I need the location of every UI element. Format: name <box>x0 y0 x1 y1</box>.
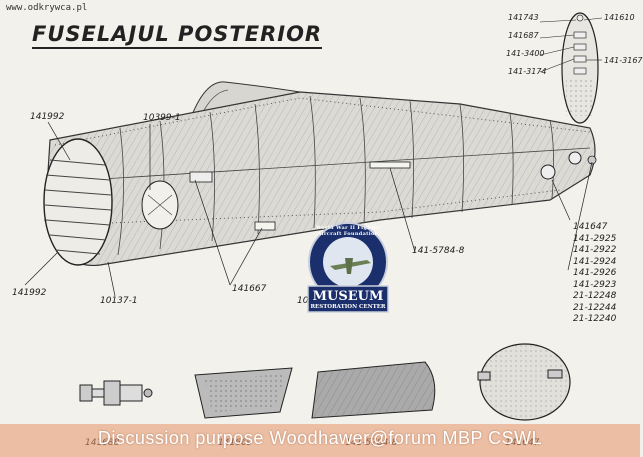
stack-item: 141-2923 <box>573 279 617 290</box>
callout-top-4: 141-3400 <box>506 49 545 58</box>
museum-logo: World War II Fighter Aircraft Foundation… <box>305 222 391 322</box>
stack-item: 141-2926 <box>573 268 617 278</box>
stack-item: 141-2922 <box>573 245 617 255</box>
footer-band <box>0 424 640 457</box>
callout-left-top: 141992 <box>30 112 65 122</box>
callout-top-1: 141743 <box>508 13 539 22</box>
site-watermark: www.odkrywca.pl <box>6 3 88 13</box>
stack-item: 21-12240 <box>573 314 617 324</box>
callout-top-2: 141610 <box>604 13 635 22</box>
callout-top-5: 141-3167 <box>604 56 643 65</box>
callout-top-3: 141687 <box>508 31 539 40</box>
callout-top-6: 141-3174 <box>508 67 547 76</box>
hatch-cover-detail <box>194 367 293 419</box>
stack-item: 21-12244 <box>573 302 617 313</box>
stack-item: 141647 <box>573 222 608 232</box>
bolt-detail <box>79 380 153 406</box>
callout-bottom-left: 10137-1 <box>100 296 138 306</box>
stack-item: 141-2925 <box>573 233 617 244</box>
page-title: FUSELAJUL POSTERIOR <box>32 22 323 49</box>
callout-partial: 10 <box>297 296 309 306</box>
callout-mid-bottom: 141667 <box>232 284 267 294</box>
callout-left-bottom: 141992 <box>12 288 47 298</box>
stack-item: 21-12248 <box>573 291 617 301</box>
callout-frame: 10399-1 <box>143 113 181 123</box>
logo-main: MUSEUM <box>312 289 384 304</box>
panel-detail <box>311 361 436 419</box>
logo-sub: RESTORATION CENTER <box>310 304 386 310</box>
right-callout-stack: 141647 141-2925 141-2922 141-2924 141-29… <box>573 222 616 326</box>
footer-watermark: Discussion purpose Woodhawer@forum MBP C… <box>97 428 543 448</box>
logo-arc-text: World War II Fighter Aircraft Foundation <box>315 225 381 237</box>
callout-center-part: 141-5784-8 <box>412 246 465 256</box>
stack-item: 141-2924 <box>573 256 617 267</box>
round-cover-detail <box>477 343 571 421</box>
logo-emblem <box>307 222 389 313</box>
